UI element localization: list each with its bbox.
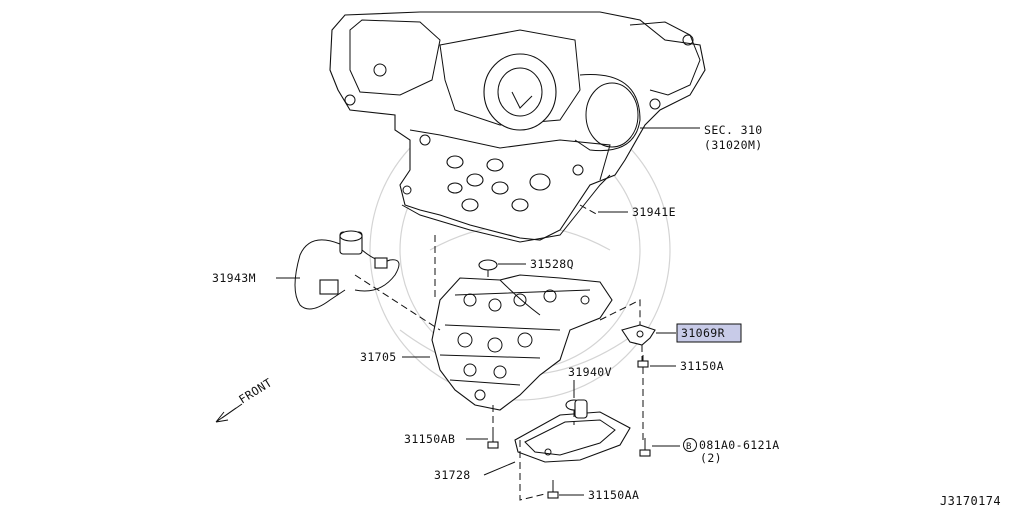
bracket-31069R xyxy=(621,324,656,346)
o-ring-31528Q xyxy=(478,259,498,271)
front-label: FRONT xyxy=(236,375,274,406)
diagram-id: J3170174 xyxy=(940,494,1001,508)
leader-lines xyxy=(276,127,700,496)
front-indicator: FRONT xyxy=(215,375,275,423)
label-31150AA: 31150AA xyxy=(588,488,639,502)
label-081A0-6121A: 081A0-6121A xyxy=(699,438,780,452)
front-arrow-icon xyxy=(215,403,243,423)
label-31728: 31728 xyxy=(434,468,471,482)
transmission-case xyxy=(329,11,706,243)
control-valve-31705 xyxy=(431,274,613,411)
bolt-081A0-6121A xyxy=(639,438,651,457)
bolt-31150AB xyxy=(487,430,499,449)
bolt-marker-circle xyxy=(683,438,697,452)
label-bolt-marker: B xyxy=(686,442,692,452)
bolt-31150A xyxy=(637,355,649,368)
alignment-lines xyxy=(354,204,644,501)
callout-labels: SEC. 310 (31020M) 31941E 31528Q 31943M 3… xyxy=(212,123,780,502)
label-sec-310-sub: (31020M) xyxy=(704,138,763,152)
label-31705: 31705 xyxy=(360,350,397,364)
highlight-box-31069R xyxy=(676,323,742,343)
label-31150AB: 31150AB xyxy=(404,432,455,446)
label-31940V: 31940V xyxy=(568,365,612,379)
label-31528Q: 31528Q xyxy=(530,257,574,271)
valve-bores xyxy=(446,155,551,212)
label-sec-310: SEC. 310 xyxy=(704,123,763,137)
label-bolt-qty: (2) xyxy=(700,451,722,465)
harness-31943M xyxy=(294,230,400,310)
label-31069R[interactable]: 31069R xyxy=(681,326,725,340)
bolt-31150AA xyxy=(547,480,559,499)
label-31150A: 31150A xyxy=(680,359,724,373)
label-31941E: 31941E xyxy=(632,205,676,219)
strainer-31728 xyxy=(514,399,631,463)
label-31943M: 31943M xyxy=(212,271,256,285)
